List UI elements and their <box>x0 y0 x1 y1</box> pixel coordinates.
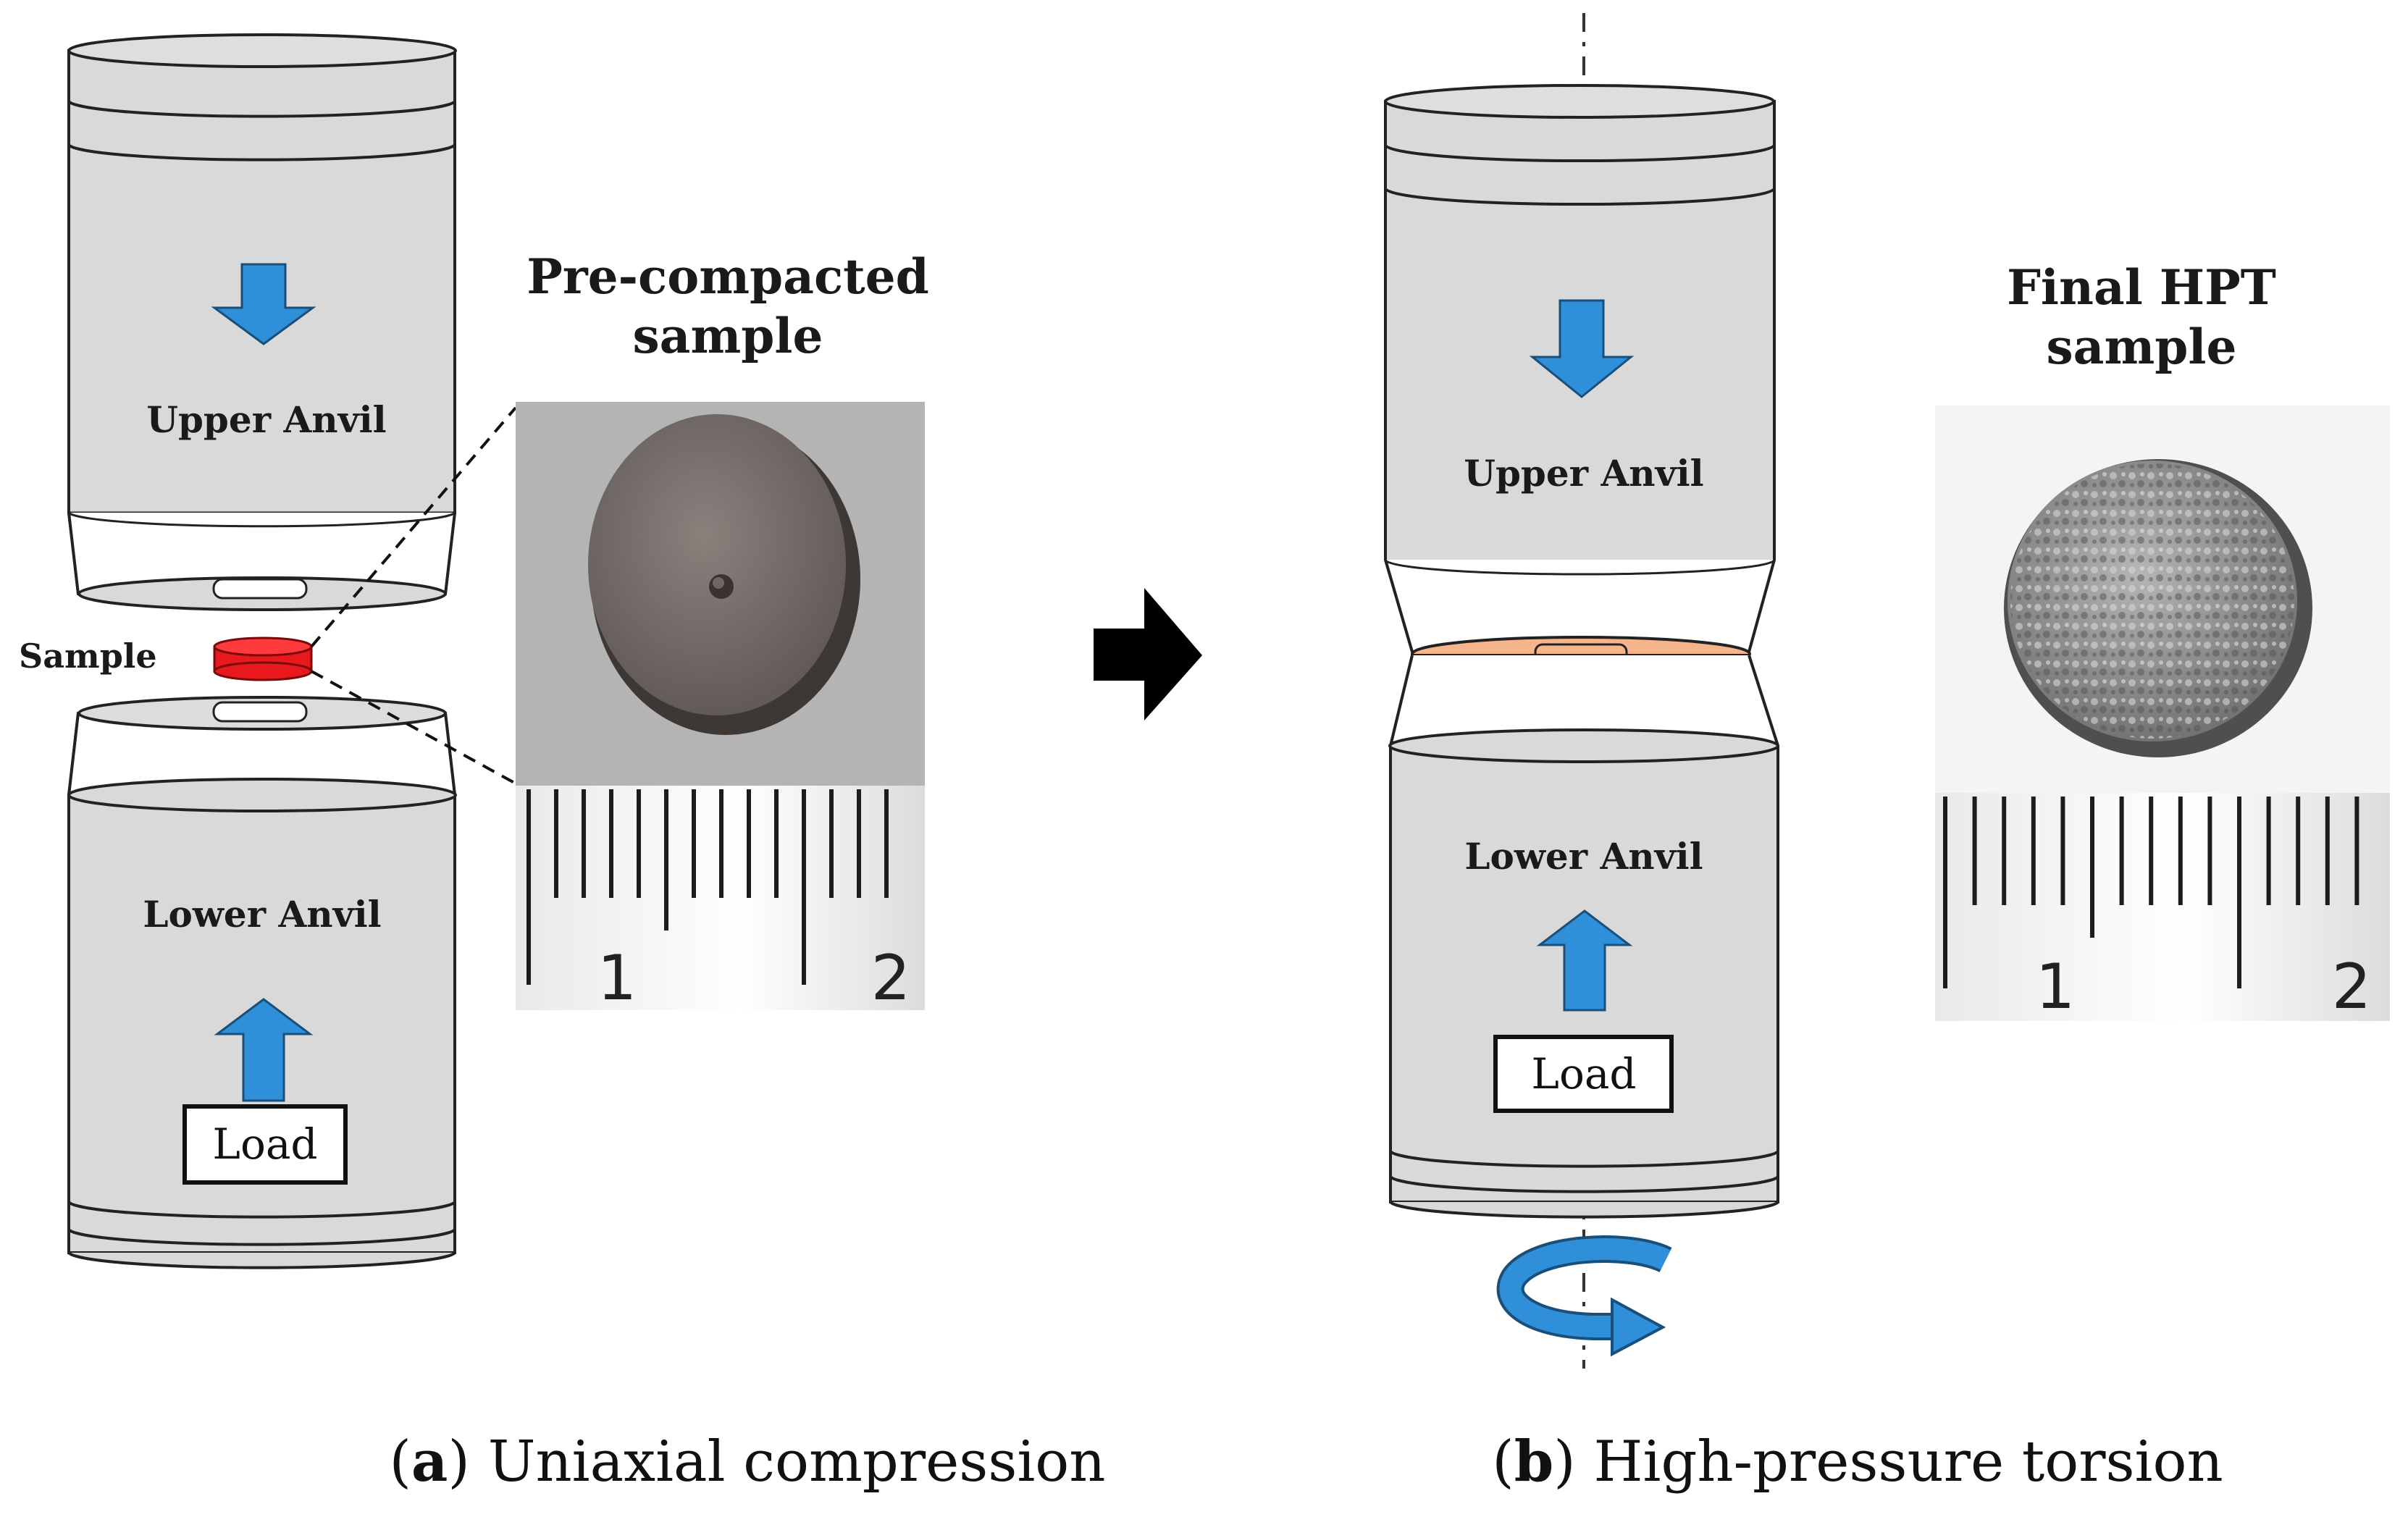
process-arrow-icon <box>1094 588 1202 720</box>
upper-anvil-a: Upper Anvil <box>67 33 457 611</box>
ruler-label: 1 <box>597 942 637 1014</box>
caption-a-letter: a <box>411 1429 448 1495</box>
caption-a-text: Uniaxial compression <box>488 1429 1106 1495</box>
down-arrow-icon <box>1529 299 1635 398</box>
down-arrow-icon <box>211 263 316 345</box>
caption-b-letter: b <box>1514 1429 1554 1495</box>
ruler-label: 2 <box>2332 951 2372 1023</box>
precompacted-title-line1: Pre-compacted <box>527 248 929 305</box>
final-hpt-sample-photo: 1 2 <box>1935 405 2390 1023</box>
caption-b-text: High-pressure torsion <box>1594 1429 2223 1495</box>
leader-line <box>310 406 517 648</box>
precompacted-title-line2: sample <box>633 308 823 364</box>
upper-anvil-label: Upper Anvil <box>1464 452 1703 495</box>
ruler-label: 1 <box>2036 951 2076 1023</box>
red-sample-disk <box>213 636 313 681</box>
precompacted-sample-photo: 1 2 <box>516 402 925 1014</box>
load-label: Load <box>212 1119 317 1169</box>
final-hpt-title-line1: Final HPT <box>2007 259 2276 316</box>
rotation-arrow-icon <box>1496 1235 1672 1357</box>
caption-b: (b) High-pressure torsion <box>1492 1429 2223 1495</box>
up-arrow-icon <box>1536 909 1633 1012</box>
final-hpt-title-line2: sample <box>2047 319 2237 375</box>
upper-anvil-b: Upper Anvil <box>1384 84 1776 653</box>
caption-a: (a) Uniaxial compression <box>389 1429 1105 1495</box>
load-label: Load <box>1531 1049 1636 1098</box>
ruler-label: 2 <box>871 942 911 1014</box>
upper-anvil-label: Upper Anvil <box>146 398 386 441</box>
panel-a: Upper Anvil Sample Lower Anvil Load <box>19 33 929 1269</box>
leader-line <box>311 670 516 785</box>
lower-anvil-b: Lower Anvil Load <box>1388 654 1779 1219</box>
up-arrow-icon <box>214 998 314 1102</box>
sample-label: Sample <box>19 636 157 676</box>
ruler-b: 1 2 <box>1935 793 2390 1023</box>
panel-b: Upper Anvil Lower Anvil Load <box>1384 13 2390 1369</box>
lower-anvil-a: Lower Anvil Load <box>67 696 457 1269</box>
lower-anvil-label: Lower Anvil <box>1464 835 1703 878</box>
lower-anvil-label: Lower Anvil <box>143 893 381 936</box>
ruler-a: 1 2 <box>516 786 925 1014</box>
